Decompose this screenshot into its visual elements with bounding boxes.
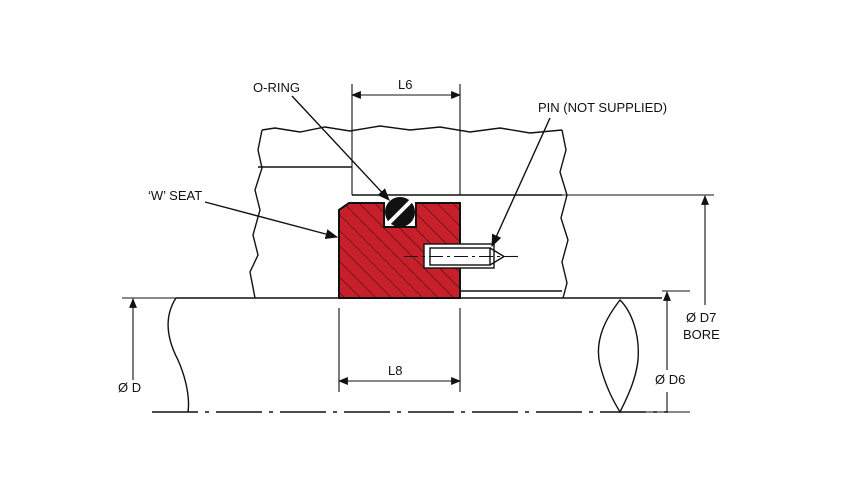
w-seat-body [338, 202, 461, 299]
labels: O-RING PIN (NOT SUPPLIED) ‘W’ SEAT L6 L8… [118, 77, 720, 395]
w-seat-label: ‘W’ SEAT [148, 188, 202, 203]
dimension-lines [129, 91, 709, 412]
housing [249, 125, 569, 299]
d-label: Ø D [118, 380, 141, 395]
housing-right-break-line [559, 129, 569, 299]
pin-label: PIN (NOT SUPPLIED) [538, 100, 667, 115]
o-ring [385, 197, 415, 227]
l8-label: L8 [388, 363, 402, 378]
o-ring-label: O-RING [253, 80, 300, 95]
l6-label: L6 [398, 77, 412, 92]
housing-top-break-line [261, 125, 563, 134]
housing-left-break-line [249, 129, 263, 299]
d7-label: Ø D7 [686, 310, 716, 325]
shaft-right-break-loop [597, 298, 640, 414]
pin-leader [491, 117, 551, 248]
d6-label: Ø D6 [655, 372, 685, 387]
shaft-left-break [167, 297, 190, 413]
w-seat-leader [204, 201, 339, 239]
pin [404, 247, 522, 266]
shaft [152, 297, 668, 414]
leader-lines [204, 95, 551, 248]
bore-label: BORE [683, 327, 720, 342]
o-ring-leader [291, 95, 390, 201]
